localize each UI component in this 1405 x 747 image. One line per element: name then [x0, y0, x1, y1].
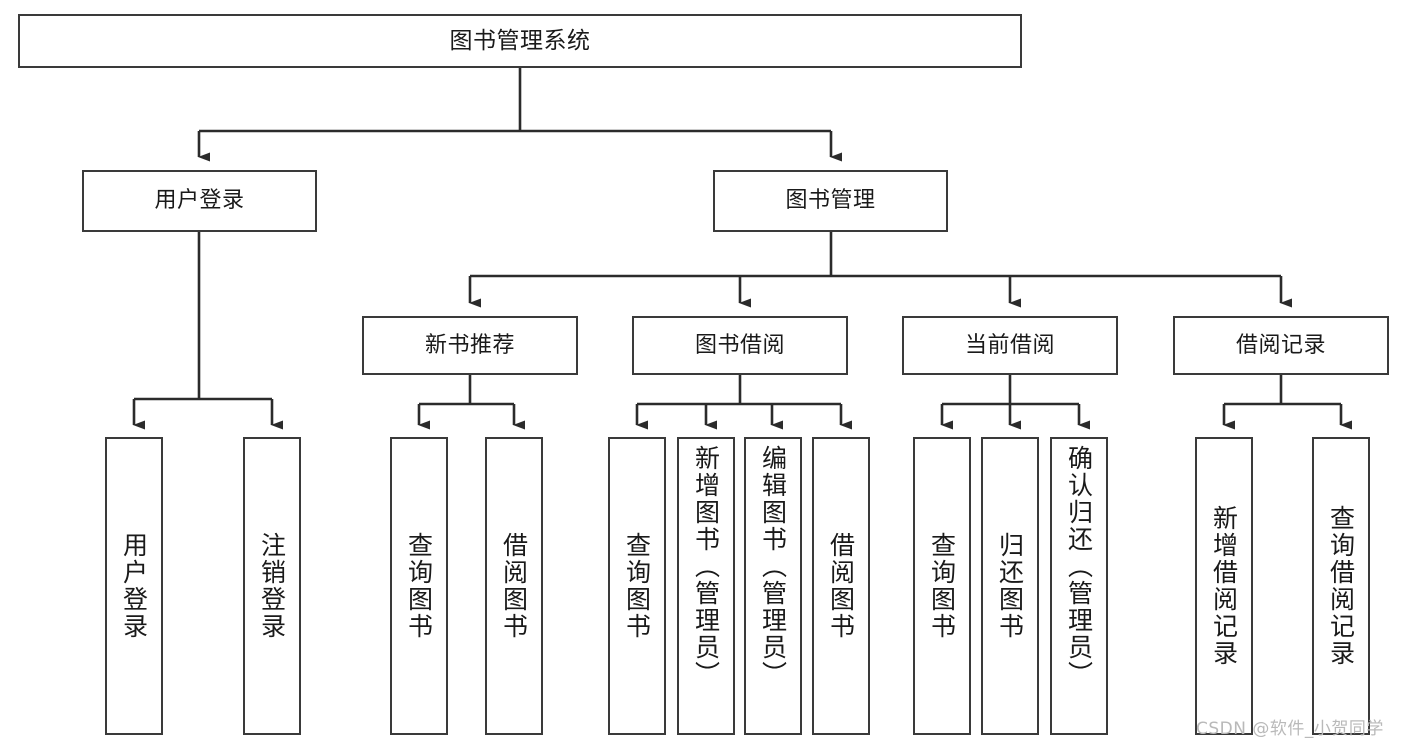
- node-label: 借阅图书: [499, 532, 529, 640]
- node-label: 查询图书: [927, 532, 957, 640]
- node-label: 图书管理: [785, 188, 876, 214]
- leaf-query-book-2[interactable]: 查询图书: [608, 437, 666, 735]
- node-label: 图书借阅: [694, 332, 785, 358]
- leaf-query-record[interactable]: 查询借阅记录: [1312, 437, 1370, 735]
- leaf-add-record[interactable]: 新增借阅记录: [1195, 437, 1253, 735]
- leaf-user-login[interactable]: 用户登录: [105, 437, 163, 735]
- node-root-system[interactable]: 图书管理系统: [18, 14, 1022, 68]
- node-label: 确认归还（管理员）: [1064, 445, 1094, 688]
- node-book-manage[interactable]: 图书管理: [713, 170, 948, 232]
- watermark-text: CSDN @软件_小贺同学: [1196, 719, 1384, 739]
- node-label: 注销登录: [257, 532, 287, 640]
- node-label: 当前借阅: [964, 332, 1055, 358]
- node-label: 新书推荐: [424, 332, 515, 358]
- leaf-confirm-return[interactable]: 确认归还（管理员）: [1050, 437, 1108, 735]
- node-label: 借阅记录: [1235, 332, 1326, 358]
- node-current-borrow[interactable]: 当前借阅: [902, 316, 1118, 375]
- node-label: 新增借阅记录: [1209, 505, 1239, 667]
- node-borrow-record[interactable]: 借阅记录: [1173, 316, 1389, 375]
- node-label: 借阅图书: [826, 532, 856, 640]
- leaf-logout-login[interactable]: 注销登录: [243, 437, 301, 735]
- leaf-add-book[interactable]: 新增图书（管理员）: [677, 437, 735, 735]
- node-label: 查询图书: [404, 532, 434, 640]
- leaf-query-book-1[interactable]: 查询图书: [390, 437, 448, 735]
- node-label: 编辑图书（管理员）: [758, 445, 788, 688]
- node-label: 用户登录: [119, 532, 149, 640]
- node-label: 查询图书: [622, 532, 652, 640]
- leaf-edit-book[interactable]: 编辑图书（管理员）: [744, 437, 802, 735]
- node-label: 新增图书（管理员）: [691, 445, 721, 688]
- leaf-borrow-book-2[interactable]: 借阅图书: [812, 437, 870, 735]
- node-new-book-recommend[interactable]: 新书推荐: [362, 316, 578, 375]
- leaf-borrow-book-1[interactable]: 借阅图书: [485, 437, 543, 735]
- node-label: 图书管理系统: [449, 27, 591, 54]
- node-user-login[interactable]: 用户登录: [82, 170, 317, 232]
- node-label: 查询借阅记录: [1326, 505, 1356, 667]
- leaf-return-book[interactable]: 归还图书: [981, 437, 1039, 735]
- node-label: 用户登录: [154, 188, 245, 214]
- node-label: 归还图书: [995, 532, 1025, 640]
- leaf-query-book-3[interactable]: 查询图书: [913, 437, 971, 735]
- node-book-borrow[interactable]: 图书借阅: [632, 316, 848, 375]
